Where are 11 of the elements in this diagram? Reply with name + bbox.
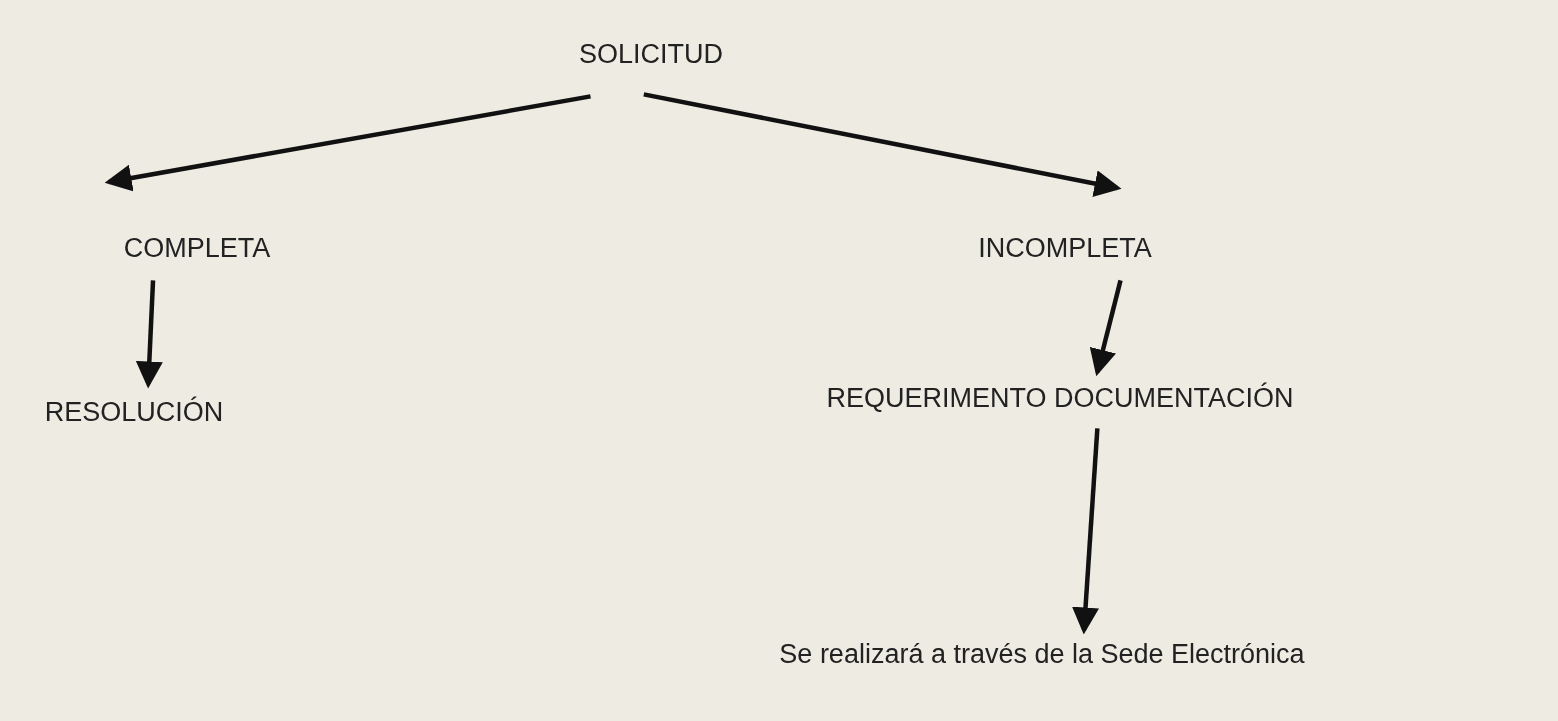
arrow <box>135 280 163 389</box>
node-label: SOLICITUD <box>579 38 723 71</box>
node-label: INCOMPLETA <box>978 232 1152 265</box>
node-label: REQUERIMENTO DOCUMENTACIÓN <box>826 382 1294 415</box>
node-label: COMPLETA <box>123 232 271 265</box>
node-label: Se realizará a través de la Sede Electrónica <box>779 638 1305 671</box>
arrow <box>1089 279 1123 377</box>
arrow <box>643 92 1122 197</box>
arrow <box>104 94 591 192</box>
arrow <box>1072 428 1100 635</box>
node-label: RESOLUCIÓN <box>44 396 224 429</box>
